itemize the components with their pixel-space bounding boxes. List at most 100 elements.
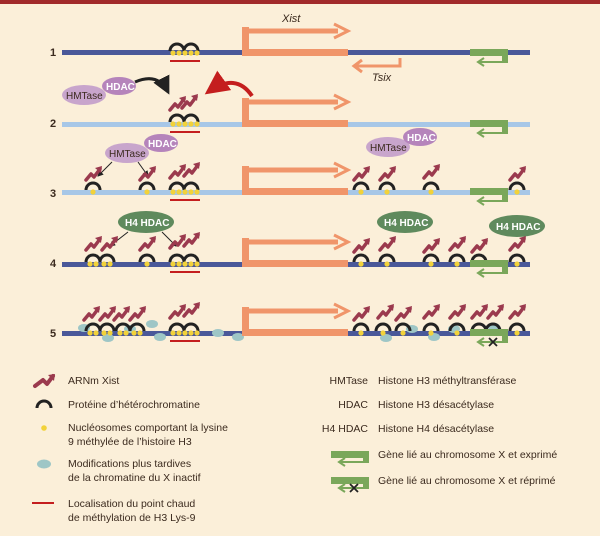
- legend-repressed-gene-icon: [331, 477, 369, 493]
- hmtase-enzyme: [62, 85, 106, 105]
- xist-rna: [508, 304, 526, 320]
- xist-rna: [98, 306, 116, 322]
- xist-gene: [242, 98, 249, 127]
- hotspot-line: [170, 131, 200, 133]
- row-3: HMTase HDAC HMTase HDAC: [62, 128, 530, 206]
- xist-rna: [84, 166, 102, 182]
- xist-rna: [168, 96, 186, 112]
- xist-gene: [242, 120, 348, 127]
- xist-rna: [168, 164, 186, 180]
- xist-rna: [422, 164, 440, 180]
- hotspot-line: [170, 199, 200, 201]
- xist-rna: [168, 234, 186, 250]
- recruitment-arrow: [134, 74, 170, 95]
- h4hdac-enzyme: [118, 211, 174, 233]
- legend-late-mod-text-1: Modifications plus tardives: [68, 458, 191, 470]
- repression-cross-icon: [488, 337, 498, 347]
- xist-rna: [470, 304, 488, 320]
- xist-rna: [180, 94, 198, 110]
- xist-rna: [100, 236, 118, 252]
- spreading-arrow: [204, 70, 254, 98]
- xist-rna: [352, 238, 370, 254]
- row-2: HMTase HDAC: [62, 70, 530, 138]
- legend-hotspot: Localisation du point chaud de méthylati…: [32, 498, 196, 524]
- nucleosome-group: [170, 50, 200, 56]
- legend-hotspot-text-2: de méthylation de H3 Lys-9: [68, 512, 196, 524]
- hdac-enzyme: [144, 134, 178, 152]
- xist-gene: [242, 238, 249, 267]
- legend-hotspot-text-1: Localisation du point chaud: [68, 498, 195, 510]
- h4hdac-label: H4 HDAC: [496, 222, 540, 233]
- xist-gene: [242, 188, 348, 195]
- heterochromatin-set: [84, 322, 526, 332]
- tsix-arrow: [356, 58, 402, 68]
- heterochromatin-protein: [182, 113, 200, 123]
- nucleosome-set: [87, 330, 520, 336]
- xist-rna: [508, 166, 526, 182]
- xist-gene: [242, 49, 348, 56]
- row-number-2: 2: [50, 118, 56, 130]
- legend-expressed-gene-icon: [331, 451, 369, 467]
- legend-left: ARNm Xist Protéine d’hétérochromatine Nu…: [32, 374, 228, 524]
- legend-late-mod-text-2: de la chromatine du X inactif: [68, 472, 201, 484]
- xist-rna: [138, 236, 156, 252]
- xist-rna: [378, 166, 396, 182]
- legend-abbr-hdac: HDAC: [338, 399, 368, 411]
- hdac-label: HDAC: [407, 133, 436, 144]
- x-linked-gene: [470, 260, 508, 267]
- row-1: Xist Tsix: [62, 13, 530, 84]
- legend-rna-text: ARNm Xist: [68, 375, 119, 387]
- top-bar: [0, 0, 600, 4]
- legend-heterochromatin: Protéine d’hétérochromatine: [35, 399, 200, 411]
- xist-rna: [394, 306, 412, 322]
- hdac-label: HDAC: [106, 82, 135, 93]
- legend-hmtase-text: Histone H3 méthyltransférase: [378, 375, 516, 387]
- x-linked-gene: [470, 120, 508, 127]
- x-linked-gene: [470, 49, 508, 56]
- hmtase-enzyme: [366, 137, 410, 157]
- nucleosome-set: [90, 189, 520, 195]
- heterochromatin-set: [84, 181, 526, 191]
- legend-expressed-text: Gène lié au chromosome X et exprimé: [378, 449, 557, 461]
- xist-rna-marks: [82, 94, 526, 322]
- xist-rna: [82, 306, 100, 322]
- xist-rna: [84, 236, 102, 252]
- xist-rna: [128, 306, 146, 322]
- xist-rna: [508, 236, 526, 252]
- hdac-enzyme: [403, 128, 437, 146]
- row-4: H4 HDAC H4 HDAC H4 HDAC: [62, 211, 545, 278]
- legend-nucleosome-text-2: 9 méthylée de l’histoire H3: [68, 436, 192, 448]
- x-linked-gene: [470, 188, 508, 195]
- xist-rna: [182, 302, 200, 318]
- xist-rna: [352, 306, 370, 322]
- heterochromatin-set: [84, 253, 526, 263]
- row-number-3: 3: [50, 188, 56, 200]
- xist-rna: [138, 166, 156, 182]
- xist-gene: [242, 329, 348, 336]
- legend-right: HMTase Histone H3 méthyltransférase HDAC…: [322, 375, 557, 493]
- legend-late-modification: Modifications plus tardives de la chroma…: [37, 458, 201, 484]
- xist-rna: [378, 236, 396, 252]
- hmtase-label: HMTase: [370, 143, 407, 154]
- row-5: [62, 302, 530, 347]
- xist-rna: [470, 238, 488, 254]
- xist-rna: [422, 238, 440, 254]
- heterochromatin-protein: [168, 42, 186, 52]
- xist-gene: [242, 307, 249, 336]
- h4hdac-label: H4 HDAC: [384, 218, 428, 229]
- xist-gene: [242, 27, 249, 56]
- hotspot-line: [170, 271, 200, 273]
- hotspot-line: [170, 340, 200, 342]
- legend-h4hdac-text: Histone H4 désacétylase: [378, 423, 494, 435]
- row-number-4: 4: [50, 258, 57, 270]
- xist-rna: [182, 162, 200, 178]
- xist-rna: [112, 306, 130, 322]
- hdac-label: HDAC: [148, 139, 177, 150]
- nucleosome-group: [170, 121, 200, 127]
- hmtase-label: HMTase: [109, 149, 146, 160]
- xist-gene: [242, 260, 348, 267]
- legend-heterochromatin-text: Protéine d’hétérochromatine: [68, 399, 200, 411]
- xist-rna: [448, 304, 466, 320]
